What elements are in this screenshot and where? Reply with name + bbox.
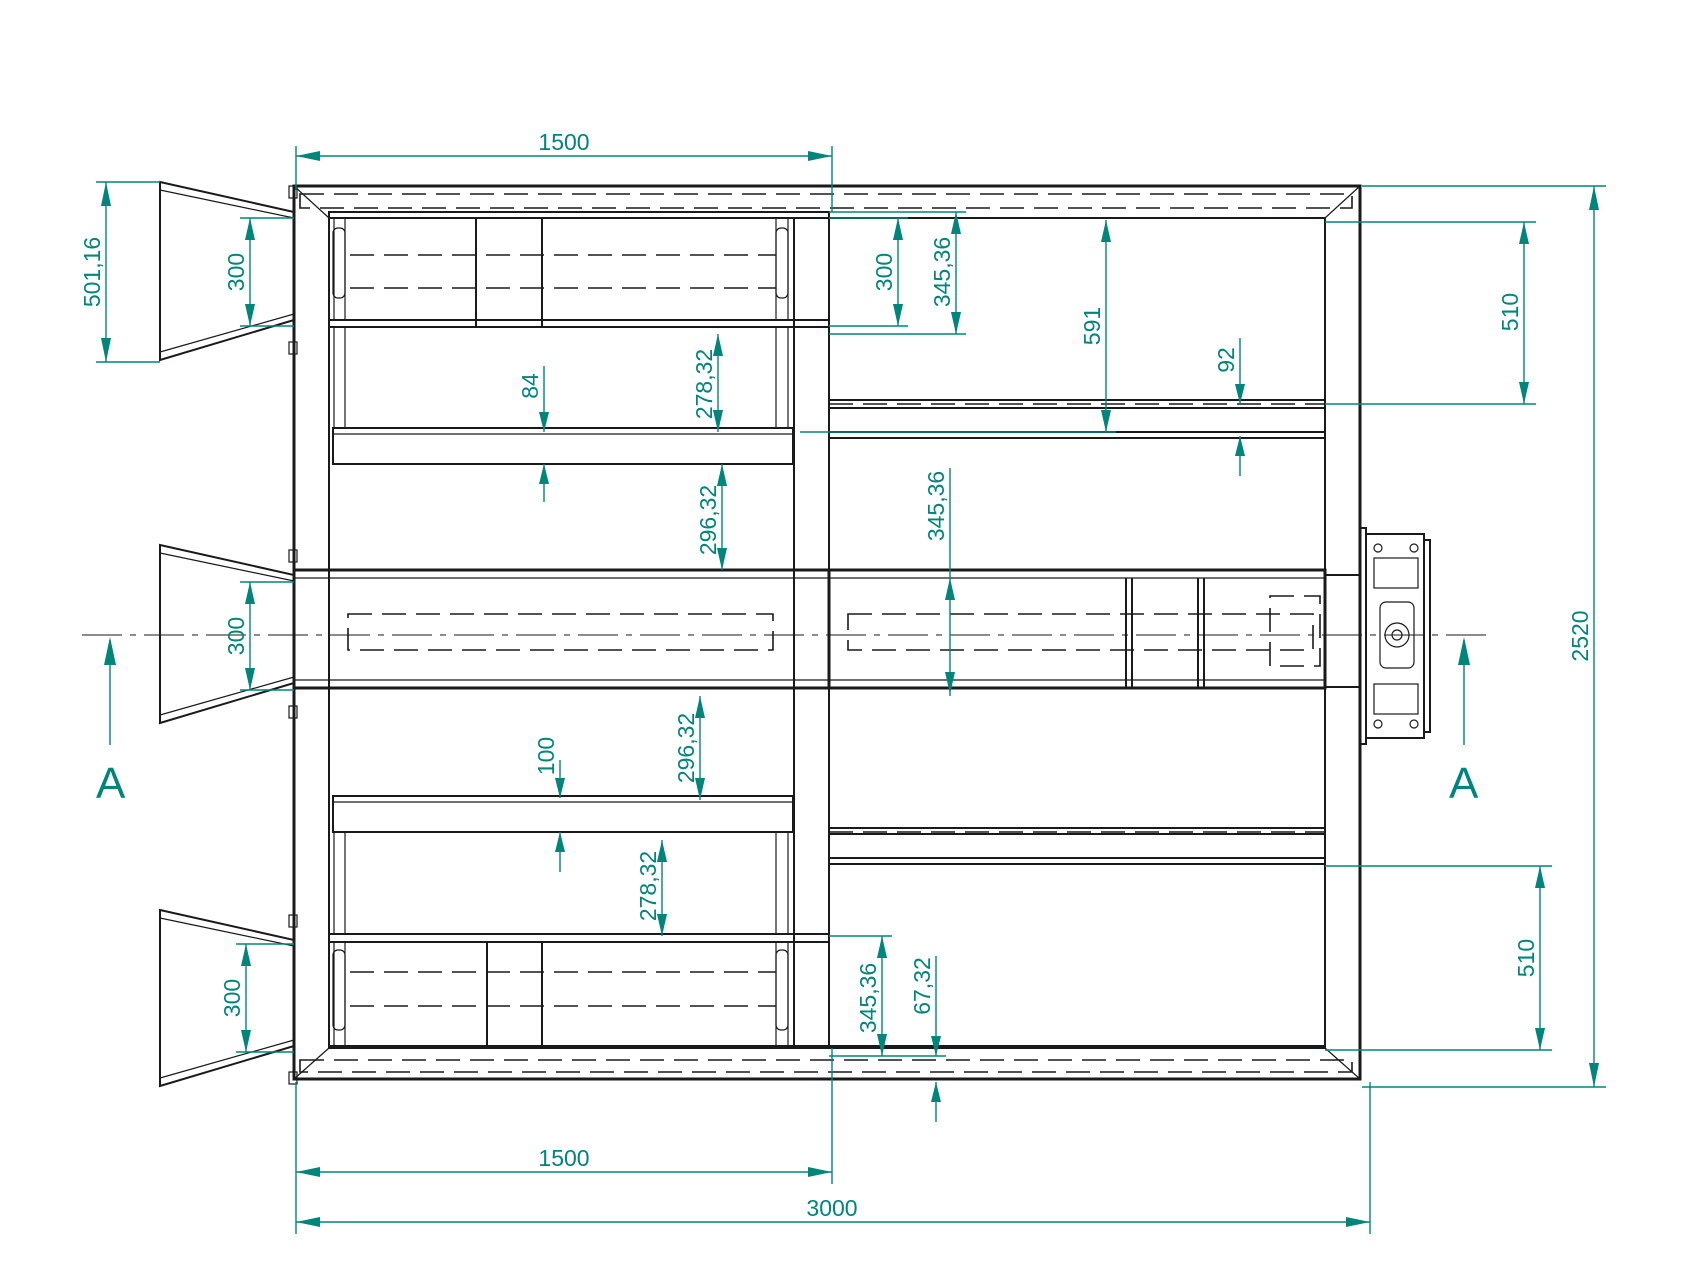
right-structure: [827, 217, 1327, 1047]
dim-top-right-300: 300: [871, 253, 897, 291]
dim-501-16: 501,16: [79, 237, 105, 307]
dimension-lines: [96, 146, 1606, 1234]
dim-upper-278-32: 278,32: [691, 349, 717, 419]
dim-lower-278-32: 278,32: [635, 851, 661, 921]
left-structure: [292, 211, 831, 1048]
dim-92: 92: [1213, 347, 1239, 373]
dim-top-1500: 1500: [538, 129, 589, 155]
dim-hopper-mid-300: 300: [223, 617, 249, 655]
dim-3000: 3000: [806, 1195, 857, 1221]
dim-mid-345-36: 345,36: [923, 471, 949, 541]
dim-hopper-bot-300: 300: [219, 979, 245, 1017]
dim-hopper-top-300: 300: [223, 253, 249, 291]
dim-bot-345-36: 345,36: [855, 963, 881, 1033]
dim-top-right-345-36: 345,36: [929, 237, 955, 307]
dim-upper-296-32: 296,32: [695, 485, 721, 555]
dim-lower-296-32: 296,32: [673, 713, 699, 783]
drive-unit: [1324, 527, 1431, 745]
dim-bottom-1500: 1500: [538, 1145, 589, 1171]
dim-right-bot-510: 510: [1513, 939, 1539, 977]
dim-lower-100: 100: [533, 737, 559, 775]
dim-right-top-510: 510: [1497, 293, 1523, 331]
dim-2520: 2520: [1567, 610, 1593, 661]
dim-591: 591: [1079, 307, 1105, 345]
section-label-right: A: [1449, 759, 1479, 808]
hopper-chutes: [159, 180, 298, 1088]
section-label-left: A: [96, 759, 126, 808]
dim-bot-67-32: 67,32: [909, 957, 935, 1015]
section-line: [82, 634, 1494, 745]
dim-upper-84: 84: [517, 373, 543, 399]
